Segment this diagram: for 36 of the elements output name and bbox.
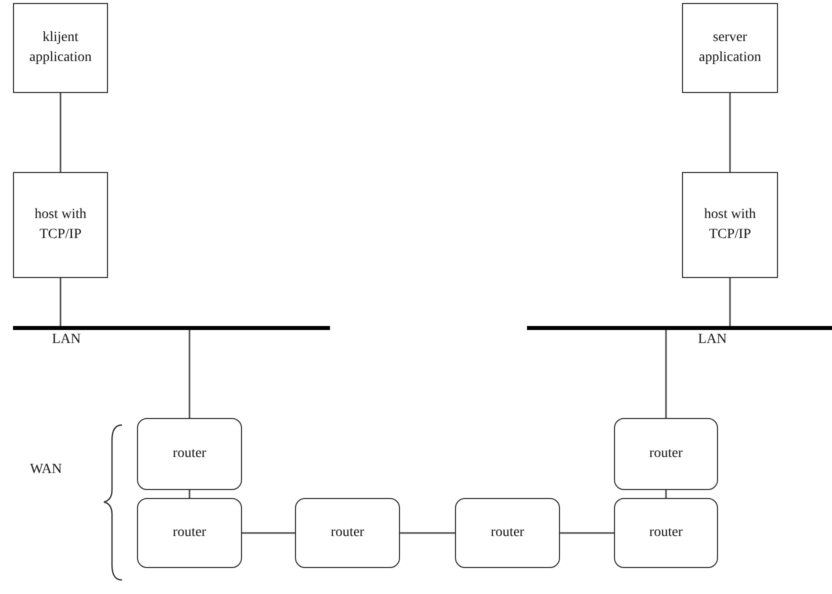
router-box bbox=[614, 418, 718, 490]
connector-line bbox=[60, 93, 62, 172]
connector-line bbox=[665, 330, 667, 418]
node-text: router bbox=[649, 524, 683, 542]
network-bus-bar bbox=[13, 326, 330, 330]
router-box bbox=[455, 498, 560, 568]
connector-line bbox=[60, 278, 62, 326]
node-text: router bbox=[330, 524, 364, 542]
process-box bbox=[13, 172, 108, 278]
connector-line bbox=[560, 532, 614, 534]
network-label: WAN bbox=[30, 462, 62, 478]
process-box bbox=[682, 172, 778, 278]
router-box bbox=[137, 498, 242, 568]
node-text: host with TCP/IP bbox=[703, 206, 757, 244]
connector-line bbox=[188, 330, 190, 418]
node-text: router bbox=[649, 445, 683, 463]
process-box bbox=[13, 3, 108, 93]
node-text: klijent application bbox=[28, 29, 93, 67]
network-label: LAN bbox=[52, 332, 81, 348]
connector-line bbox=[729, 93, 731, 172]
node-text: router bbox=[172, 445, 206, 463]
node-text: router bbox=[172, 524, 206, 542]
connector-line bbox=[665, 490, 667, 498]
router-box bbox=[614, 498, 718, 568]
router-box bbox=[295, 498, 400, 568]
network-label: LAN bbox=[698, 332, 727, 348]
network-bus-bar bbox=[527, 326, 832, 330]
node-text: router bbox=[490, 524, 524, 542]
process-box bbox=[682, 3, 778, 93]
connector-line bbox=[400, 532, 455, 534]
node-text: host with TCP/IP bbox=[34, 206, 88, 244]
connector-line bbox=[188, 490, 190, 498]
node-text: server application bbox=[698, 29, 762, 67]
connector-line bbox=[729, 278, 731, 326]
router-box bbox=[137, 418, 242, 490]
connector-line bbox=[242, 532, 295, 534]
